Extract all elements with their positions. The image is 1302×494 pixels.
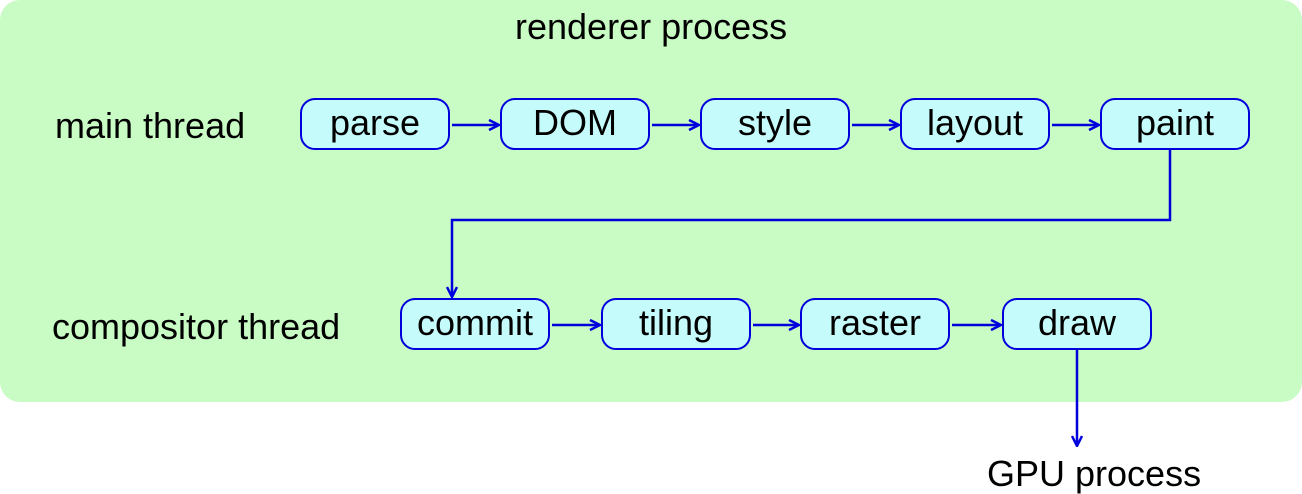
gpu-process-label: GPU process: [987, 453, 1202, 494]
main-thread-label: main thread: [55, 105, 246, 146]
node-parse: parse: [300, 98, 450, 150]
arrow-paint-to-commit: [452, 150, 1172, 297]
compositor-thread-label: compositor thread: [52, 306, 341, 347]
node-style: style: [700, 98, 850, 150]
node-paint: paint: [1100, 98, 1250, 150]
node-layout: layout: [900, 98, 1050, 150]
node-raster: raster: [800, 298, 950, 350]
node-tiling: tiling: [601, 298, 751, 350]
node-draw: draw: [1002, 298, 1152, 350]
renderer-process-title: renderer process: [515, 6, 788, 47]
node-commit: commit: [400, 298, 550, 350]
node-dom: DOM: [500, 98, 650, 150]
